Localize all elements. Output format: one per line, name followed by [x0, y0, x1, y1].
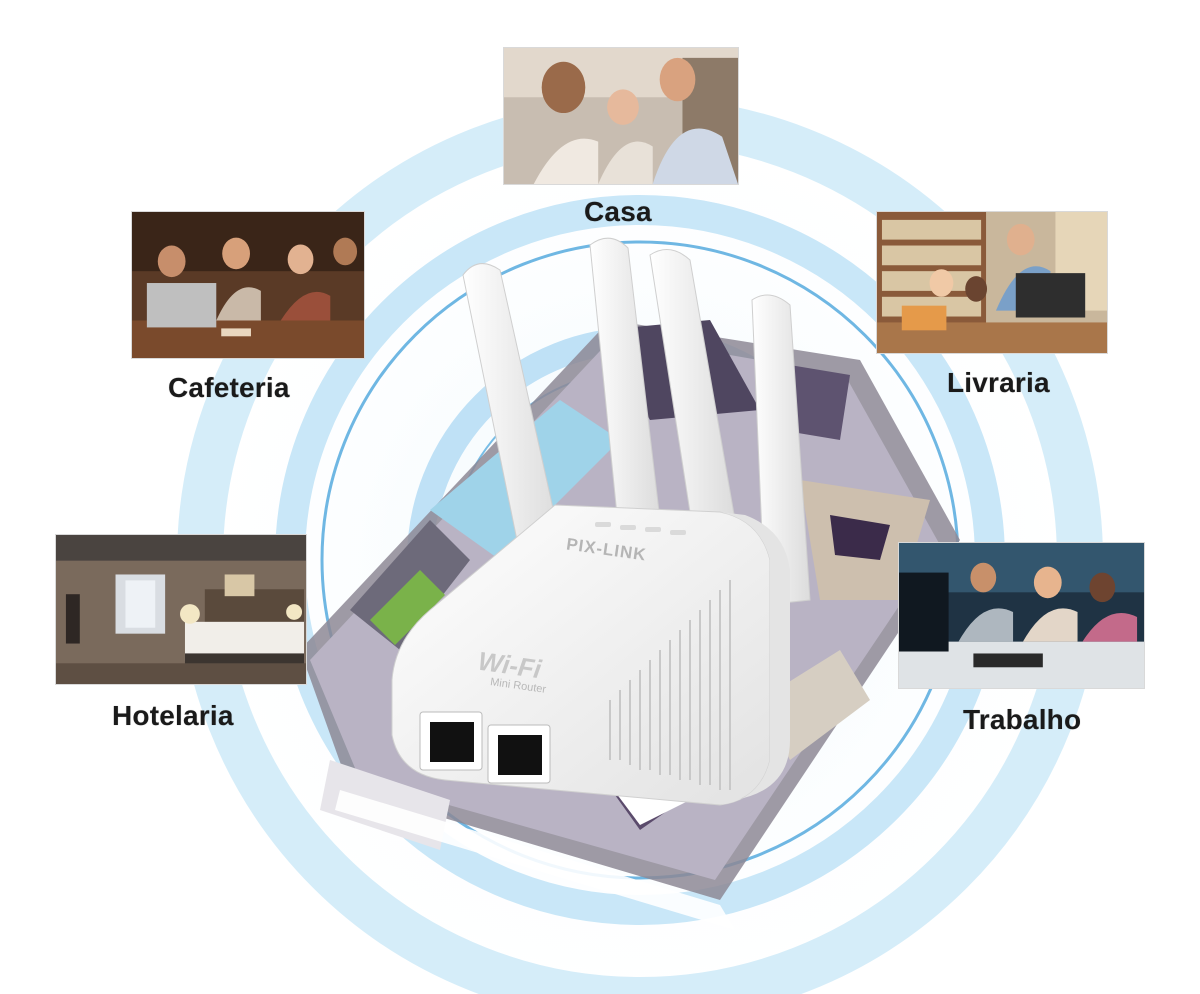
location-label-casa: Casa — [584, 196, 652, 227]
router-device — [391, 237, 811, 806]
location-photo-hotelaria — [55, 534, 307, 685]
family-photo-icon — [504, 48, 738, 184]
library-photo-icon — [877, 212, 1107, 353]
office-photo-icon — [899, 543, 1144, 688]
location-label-livraria: Livraria — [947, 367, 1050, 398]
hotel-room-photo-icon — [56, 535, 306, 684]
location-photo-trabalho — [898, 542, 1145, 689]
location-label-hotelaria: Hotelaria — [112, 700, 234, 731]
location-photo-livraria — [876, 211, 1108, 354]
location-label-trabalho: Trabalho — [963, 704, 1082, 735]
location-label-cafeteria: Cafeteria — [168, 372, 290, 403]
cafe-photo-icon — [132, 212, 364, 358]
location-photo-casa — [503, 47, 739, 185]
location-photo-cafeteria — [131, 211, 365, 359]
ethernet-port-icon — [419, 711, 551, 784]
antenna-icon — [462, 237, 811, 606]
